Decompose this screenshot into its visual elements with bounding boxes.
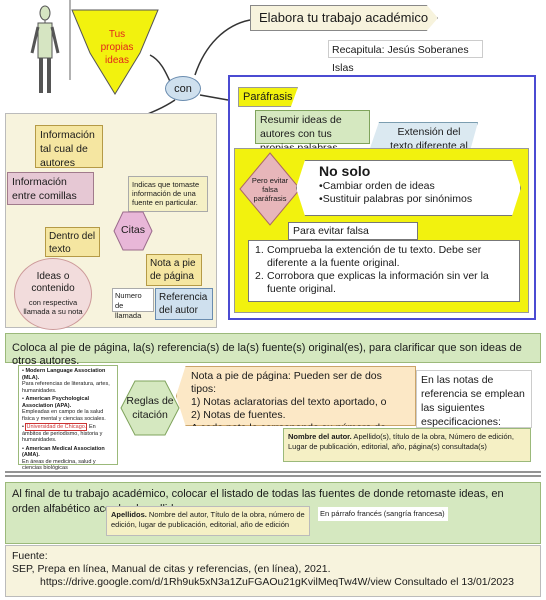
comillas-box: Información entre comillas <box>7 172 94 205</box>
nota-tipo-item: 1) Notas aclaratorias del texto aportado… <box>191 396 387 408</box>
pero-text: Pero evitar falsa paráfrasis <box>251 176 289 203</box>
tal-cual-box: Información tal cual de autores <box>35 125 103 169</box>
style-item: • American Psychological Association (AP… <box>22 396 106 422</box>
style-item: • American Medical Association (AMA).En … <box>22 445 105 472</box>
thought-diamond-shape <box>71 9 159 95</box>
referencia-autor-box: Referencia del autor <box>155 288 213 320</box>
reglas-hexagon-shape <box>120 380 180 436</box>
coloca-banner: Coloca al pie de página, la(s) referenci… <box>5 333 541 367</box>
evitar-title: Para evitar falsa paráfrasis: <box>288 222 418 250</box>
evitar-item: Corrobora que explicas la información si… <box>267 270 489 295</box>
source-box: Fuente: SEP, Prepa en línea, Manual de c… <box>5 545 541 597</box>
nombre-autor-box: Nombre del autor. Apellido(s), título de… <box>283 428 531 462</box>
notas-referencia-box: En las notas de referencia se emplean la… <box>416 370 532 428</box>
parafrasis-label: Paráfrasis <box>238 87 298 107</box>
nota-pie-box: Nota a pie de página <box>146 254 202 286</box>
page-title: Elabora tu trabajo académico <box>250 5 438 31</box>
nota-tipos-box: Nota a pie de página: Pueden ser de dos … <box>176 366 416 426</box>
citas-label: Citas <box>121 224 145 236</box>
style-item: • Modern Language Association (MLA).Para… <box>22 368 110 394</box>
no-solo-item: Cambiar orden de ideas <box>322 180 435 192</box>
apellidos-box: Apellidos. Nombre del autor, Título de l… <box>106 506 310 536</box>
pero-diamond-shape <box>239 152 301 226</box>
ideas-circle: Ideas o contenido con respectiva llamada… <box>14 258 92 330</box>
no-solo-box: No solo •Cambiar orden de ideas •Sustitu… <box>296 160 521 216</box>
thought-text: Tus propias ideas <box>100 29 134 66</box>
dentro-texto-box: Dentro del texto <box>45 227 100 257</box>
no-solo-item: Sustituir palabras por sinónimos <box>322 193 473 205</box>
evitar-item: Comprueba la extención de tu texto. Debe… <box>267 244 482 269</box>
numero-llamada-box: Numero de llamada <box>112 288 154 320</box>
reglas-label: Reglas de citación <box>126 395 174 421</box>
parrafo-frances-label: En párrafo francés (sangría francesa) <box>318 507 448 521</box>
resumir-box: Resumir ideas de autores con tus propias… <box>255 110 370 154</box>
connector-circle: con <box>165 76 201 101</box>
citas-hexagon-shape <box>113 211 153 251</box>
style-item: • Universidad de Chicago. En ámbitos de … <box>22 423 103 443</box>
indicas-box: Indicas que tomaste información de una f… <box>128 176 208 212</box>
recap-author: Recapitula: Jesús Soberanes Islas <box>328 40 483 74</box>
person-icon <box>30 5 60 93</box>
citation-styles-list: • Modern Language Association (MLA).Para… <box>18 365 118 471</box>
evitar-list: 1.Comprueba la extención de tu texto. De… <box>248 240 520 302</box>
nota-tipo-item: 2) Notas de fuentes. <box>191 409 286 421</box>
